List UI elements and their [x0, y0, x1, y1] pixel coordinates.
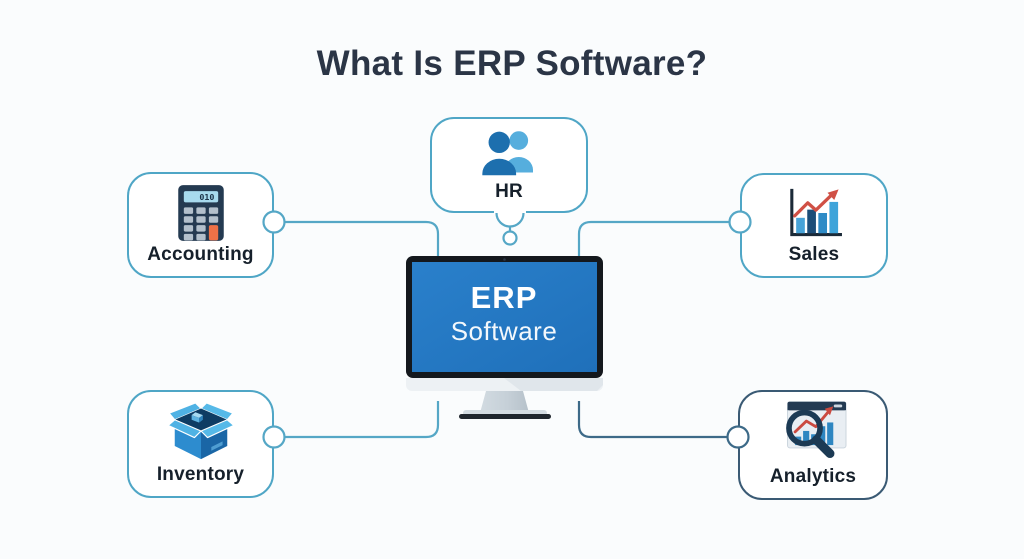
open-box-icon	[167, 402, 234, 460]
camera-dot-icon	[503, 258, 506, 261]
people-icon	[482, 131, 533, 176]
monitor-chin-shade	[504, 378, 603, 391]
module-box-analytics: Analytics	[738, 390, 888, 500]
monitor-stand	[480, 391, 529, 413]
module-box-hr: HR	[430, 117, 588, 213]
calculator-icon: 010	[177, 185, 224, 241]
erp-monitor	[406, 256, 603, 419]
module-label-sales: Sales	[788, 244, 840, 265]
monitor-screen	[412, 262, 597, 372]
monitor-base-bar	[459, 414, 551, 419]
bar-chart-growth-icon	[790, 188, 842, 237]
calculator-display: 010	[199, 192, 214, 202]
page-title: What Is ERP Software?	[316, 44, 708, 83]
hr-notch-arc	[495, 212, 525, 228]
module-label-analytics: Analytics	[769, 466, 857, 487]
module-box-accounting: 010 Accounting	[127, 172, 274, 278]
module-label-accounting: Accounting	[147, 244, 254, 265]
connector-node-hr	[502, 230, 518, 246]
module-label-inventory: Inventory	[156, 464, 245, 485]
module-label-hr: HR	[495, 181, 523, 202]
magnifier-chart-icon	[786, 401, 847, 459]
module-box-sales: Sales	[740, 173, 888, 278]
module-box-inventory: Inventory	[127, 390, 274, 498]
